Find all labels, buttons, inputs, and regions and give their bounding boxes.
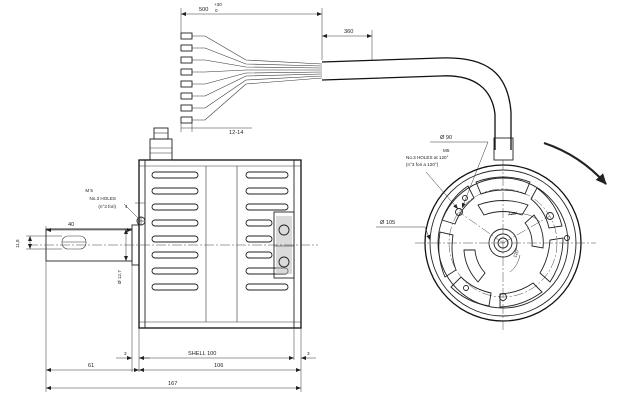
vent-slots-right (245, 171, 289, 291)
dim-shaft-diameter: Ø 12,7 (117, 270, 122, 284)
dim-360: 360 (344, 29, 353, 35)
vent-slots-left (151, 171, 199, 291)
end-dimension-labels: Ø 90 M5 No.3 HOLES at 120° (n°3 fori a 1… (380, 135, 520, 258)
dim-500-tol-lower: 0 (215, 8, 218, 13)
note-side-holes-2: No.3 HOLES (89, 196, 116, 201)
dim-outer-diameter: Ø 105 (380, 220, 395, 226)
note-side-holes-3: (n°3 fori) (98, 204, 116, 209)
dim-shell-100: SHELL 100 (188, 351, 216, 357)
dim-500: 500 (199, 7, 208, 13)
dim-angle-a: 120° (508, 211, 518, 216)
dim-12-14: 12-14 (229, 130, 243, 136)
dim-500-tol-upper: +30 (214, 2, 222, 7)
note-side-holes-1: M 5 (85, 188, 93, 193)
dim-3-right: 3 (307, 351, 310, 356)
note-end-holes-1: M5 (443, 148, 450, 153)
dim-bolt-circle: Ø 90 (440, 135, 452, 141)
dimension-lines-end (376, 141, 541, 273)
end-view: Ø 90 M5 No.3 HOLES at 120° (n°3 fori a 1… (376, 135, 607, 330)
dim-106: 106 (214, 363, 223, 369)
dim-3-left: 3 (124, 351, 127, 356)
note-end-holes-3: (n°3 fori a 120°) (406, 162, 439, 167)
power-cable (321, 57, 514, 161)
end-cover-slots (438, 176, 564, 308)
shaft-key (61, 235, 87, 250)
dim-4: 4 (125, 204, 128, 209)
dimension-lines-side (26, 8, 373, 392)
cable-gland (149, 127, 173, 161)
dim-61: 61 (88, 363, 94, 369)
side-dimension-labels: 500 +30 0 360 12-14 40 11,8 Ø 12,7 4 M 5… (15, 2, 353, 387)
dim-167: 167 (168, 381, 177, 387)
side-mount-hole (136, 216, 146, 226)
lead-wires (180, 32, 323, 124)
motor-shell (138, 159, 302, 329)
wire-terminals (180, 32, 193, 124)
dim-11-8: 11,8 (15, 239, 20, 248)
note-end-holes-2: No.3 HOLES at 120° (406, 155, 449, 160)
rotation-arrow-icon (543, 141, 607, 185)
side-view: 500 +30 0 360 12-14 40 11,8 Ø 12,7 4 M 5… (15, 2, 514, 392)
dim-40: 40 (68, 222, 74, 228)
dim-angle-b: 120° (512, 248, 520, 259)
